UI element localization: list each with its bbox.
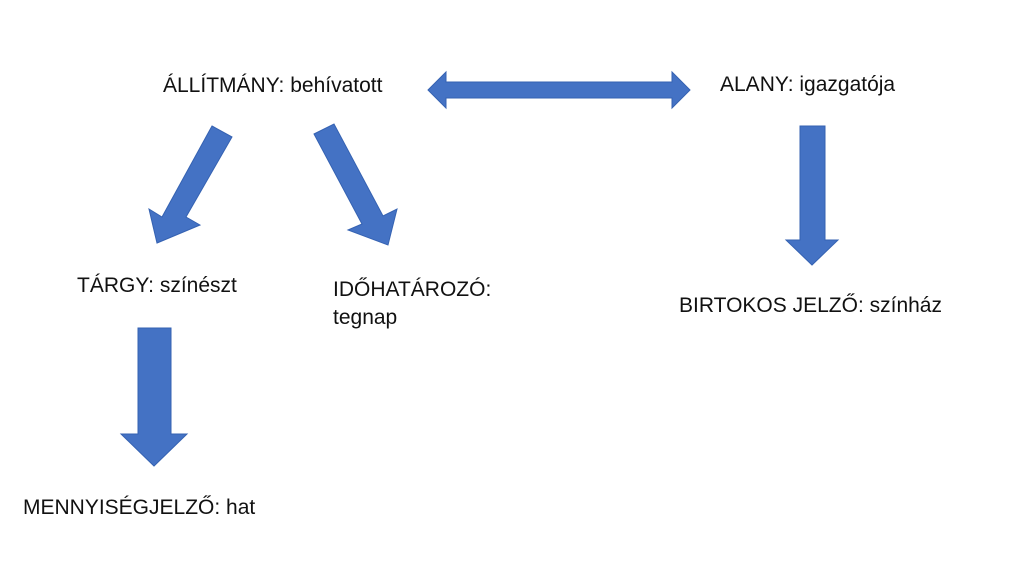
arrow-predicate-to-object bbox=[148, 125, 233, 244]
arrow-predicate-to-time bbox=[313, 123, 398, 246]
node-adverbial-of-time-label: IDŐHATÁROZÓ: bbox=[333, 278, 492, 301]
double-arrow-predicate-subject bbox=[427, 70, 691, 110]
node-object: TÁRGY: színészt bbox=[77, 274, 237, 297]
node-adverbial-of-time: IDŐHATÁROZÓ: tegnap bbox=[333, 276, 533, 332]
node-subject: ALANY: igazgatója bbox=[720, 73, 896, 96]
node-predicate: ÁLLÍTMÁNY: behívatott bbox=[163, 74, 383, 97]
node-possessive-attribute: BIRTOKOS JELZŐ: színház bbox=[679, 294, 942, 317]
node-quantifier: MENNYISÉGJELZŐ: hat bbox=[23, 496, 256, 519]
node-adverbial-of-time-value: tegnap bbox=[333, 306, 398, 329]
arrow-object-to-quantifier bbox=[119, 327, 189, 467]
arrow-subject-to-possessive bbox=[784, 125, 840, 266]
